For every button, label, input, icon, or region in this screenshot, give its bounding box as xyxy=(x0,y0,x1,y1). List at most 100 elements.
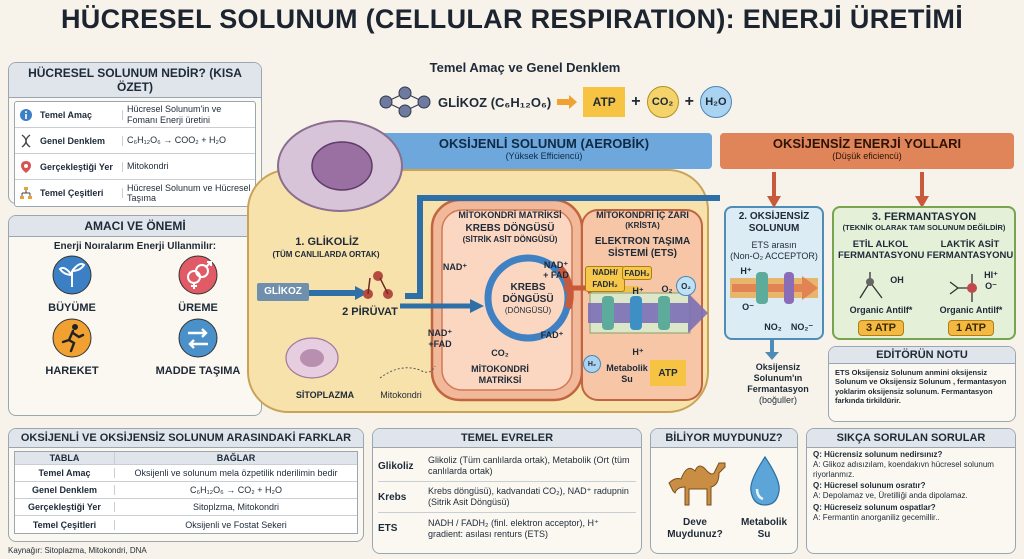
purpose-item: HAREKET xyxy=(9,318,135,377)
fermentation-ominus: O⁻ xyxy=(985,281,997,291)
anaerobic-foot-1: Oksijensiz xyxy=(755,362,801,372)
ets-hplus-1: H⁺ xyxy=(632,286,644,296)
differences-row-value: Sitoplzma, Mitokondri xyxy=(192,502,280,512)
fermentation-oh: OH xyxy=(890,275,904,285)
stages-heading: TEMEL EVRELER xyxy=(373,429,641,448)
equation-co2-badge: CO₂ xyxy=(646,86,679,118)
equation-plus-2: + xyxy=(684,93,694,110)
krebs-center-3: (DÖNGÜSÜ) xyxy=(504,306,552,315)
location-pin-icon xyxy=(15,160,37,174)
didyouknow-heading: BİLİYOR MUYDUNUZ? xyxy=(651,429,797,448)
ets-metabolic-2: Su xyxy=(621,374,633,384)
krebs-fad-right: + FAD xyxy=(543,270,569,280)
glycolysis-subtitle: (TÜM CANLILARDA ORTAK) xyxy=(272,250,380,259)
krebs-matrix-bottom-1: MİTOKONDRİ xyxy=(471,364,529,374)
fermentation-organic-2: Organic Antilf* xyxy=(939,305,1003,315)
differences-row-label: Temel Çeşitleri xyxy=(15,519,115,530)
aerobic-banner-title: OKSİJENLİ SOLUNUM (AEROBİK) xyxy=(438,136,650,151)
faq-heading: SIKÇA SORULAN SORULAR xyxy=(807,429,1015,448)
faq-question: Q: Hücresel solunum osratır? xyxy=(813,481,926,491)
fermentation-box xyxy=(832,206,1016,340)
anaerobic-foot-3: Fermantasyon xyxy=(747,384,809,394)
cell-illustration xyxy=(247,120,720,413)
ets-nadh: NADH/ xyxy=(592,268,618,277)
info-icon xyxy=(15,108,37,122)
fermentation-organic-1: Organic Antilf* xyxy=(849,305,913,315)
gender-symbol-icon xyxy=(178,255,218,295)
summary-row-value: Mitokondri xyxy=(127,161,169,172)
anaerobic-hplus: H⁺ xyxy=(740,266,752,276)
equation-plus-1: + xyxy=(631,93,641,110)
aerobic-banner-sub: (Yüksek Efficiencü) xyxy=(505,151,583,161)
ets-fadh2: FADH₂ xyxy=(622,266,652,280)
differences-heading: OKSİJENLİ VE OKSİJENSİZ SOLUNUM ARASINDA… xyxy=(9,429,363,448)
equation-glucose: GLİKOZ (C₆H₁₂O₆) xyxy=(438,94,552,110)
editor-heading: EDİTÖRÜN NOTU xyxy=(829,347,1015,364)
summary-row: Temel Çeşitleri Hücresel Solunum ve Hücr… xyxy=(15,180,255,206)
glucose-molecule-icon xyxy=(379,86,431,118)
ets-title-1: ELEKTRON TAŞIMA xyxy=(594,236,691,247)
didyouknow-panel: BİLİYOR MUYDUNUZ? Deve Muydunuz? Metabol… xyxy=(650,428,798,554)
didyouknow-water-2: Su xyxy=(757,529,771,540)
summary-row-value: Hücresel Solunum'in ve Fomanı Enerji üre… xyxy=(127,104,222,125)
equation-co2: CO₂ xyxy=(651,96,674,108)
krebs-fad-plus: FAD⁺ xyxy=(540,330,564,340)
didyouknow-camel-1: Deve xyxy=(683,517,707,528)
krebs-co2: CO₂ xyxy=(491,348,509,358)
ets-top-2: (KRİSTA) xyxy=(625,221,660,230)
differences-col-2: BAĞLAR xyxy=(216,453,256,463)
differences-row: Temel Çeşitleri Oksijenli ve Fostat Seke… xyxy=(15,516,357,533)
ethyl-title-1: ETİL ALKOL xyxy=(852,239,909,250)
fermentation-hi: HI⁺ xyxy=(984,270,998,280)
fermentation-atp-1: 3 ATP xyxy=(858,320,904,336)
ets-o2-a: O₂ xyxy=(661,284,673,294)
stage-row-label: Glikoliz xyxy=(378,460,414,472)
differences-row-value: Oksijenli ve solunum mela özpetilik nder… xyxy=(134,468,338,478)
faq-question: Q: Hücrensiz solunum nedirsınız? xyxy=(813,450,943,459)
anaerobic-no2-a: NO₂ xyxy=(764,322,782,332)
differences-row-value: C₆H₁₂O₆ → CO₂ + H₂O xyxy=(189,485,283,495)
krebs-nad-bottom: NAD⁺ xyxy=(427,328,453,338)
summary-row: Genel Denklem C₆H₁₂O₆ → COO₂ + H₂O xyxy=(15,128,255,154)
ets-nadh-box: NADH/ FADH₂ xyxy=(585,266,625,292)
ethyl-title-2: FERMANTASYONU xyxy=(838,250,925,261)
anaerobic-ets-2: (Non-O₂ ACCEPTOR) xyxy=(730,251,818,261)
summary-row-value: C₆H₁₂O₆ → COO₂ + H₂O xyxy=(127,135,227,146)
stage-row: ETS NADH / FADH₂ (finl. elektron accepto… xyxy=(378,513,636,544)
faq-panel: SIKÇA SORULAN SORULAR Q: Hücrensiz solun… xyxy=(806,428,1016,554)
didyouknow-water-1: Metabolik xyxy=(740,517,788,528)
arrow-right-icon xyxy=(557,95,578,109)
purpose-item-label: ÜREME xyxy=(178,302,218,314)
summary-row-value: Hücresel Solunum ve Hücresel Taşıma xyxy=(127,182,251,203)
ets-o2-b: O₂ xyxy=(676,276,696,296)
differences-row-label: Temel Amaç xyxy=(15,468,115,478)
differences-col-1: TABLA xyxy=(15,452,115,464)
faq-answer: A: Fermantin anorganiliz gecemillir.. xyxy=(813,512,940,522)
differences-row: Gerçekleştiği Yer Sitoplzma, Mitokondri xyxy=(15,499,357,516)
anaerobic-ominus: O⁻ xyxy=(742,302,754,312)
fermentation-atp-2: 1 ATP xyxy=(948,320,994,336)
krebs-center-2: DÖNGÜSÜ xyxy=(502,294,554,305)
ets-atp: ATP xyxy=(658,367,678,379)
ets-metabolic-1: Metabolik xyxy=(606,363,648,373)
krebs-subtitle: (SİTRİK ASİT DÖNGÜSÜ) xyxy=(462,235,558,244)
fermentation-subtitle: (TEKNİK OLARAK TAM SOLUNUM DEĞİLDİR) xyxy=(842,223,1006,232)
page-title: HÜCRESEL SOLUNUM (CELLULAR RESPIRATION):… xyxy=(60,4,963,34)
glucose-tag: GLİKOZ xyxy=(257,283,309,301)
anaerobic-title-2: SOLUNUM xyxy=(748,223,800,234)
anaerobic-ets-1: ETS arasın xyxy=(751,240,797,250)
stage-row-value: NADH / FADH₂ (finl. elektron acceptor), … xyxy=(428,517,599,539)
ets-h2: H₂ xyxy=(583,355,601,373)
fermentation-molecules-icon xyxy=(859,272,977,302)
krebs-matrix-bottom-2: MATRİKSİ xyxy=(478,375,522,385)
krebs-nad-left: NAD⁺ xyxy=(442,262,468,272)
purpose-item-label: BÜYÜME xyxy=(48,302,96,314)
summary-row: Temel Amaç Hücresel Solunum'in ve Fomanı… xyxy=(15,102,255,128)
anaerobic-no2-b: NO₂⁻ xyxy=(790,322,814,332)
mitochondria-label: Mitokondri xyxy=(380,390,422,400)
growth-plant-icon xyxy=(52,255,92,295)
faq-question: Q: Hücreseiz solunum ospatlar? xyxy=(813,502,936,512)
editor-text: ETS Oksijensiz Solunum anmini oksijensiz… xyxy=(835,368,1007,406)
summary-row: Gerçekleştiği Yer Mitokondri xyxy=(15,154,255,180)
stage-row-value: Krebs döngüsü), kadvandati CO₂), NAD⁺ ra… xyxy=(428,486,629,507)
